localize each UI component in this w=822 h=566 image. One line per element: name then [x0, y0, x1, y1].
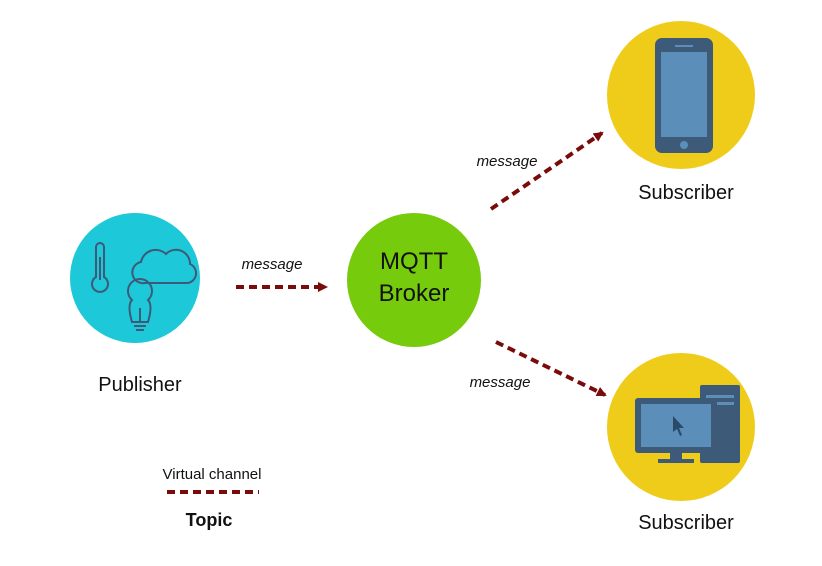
desktop-computer-icon: [635, 385, 740, 463]
subscriber-phone-node: [607, 21, 755, 169]
publisher-label: Publisher: [98, 374, 182, 396]
broker-node: [347, 213, 481, 347]
message-label-publisher: message: [241, 256, 303, 273]
cloud-icon: [131, 248, 198, 285]
subscriber-desktop-label: Subscriber: [638, 512, 734, 534]
legend-topic: Topic: [185, 510, 233, 530]
legend-title: Virtual channel: [162, 466, 262, 483]
subscriber-desktop-node: [607, 353, 755, 501]
arrow-broker-to-phone: [489, 131, 604, 211]
message-label-phone: message: [476, 153, 538, 170]
message-label-desktop: message: [469, 374, 531, 391]
broker-label: MQTT Broker: [379, 246, 450, 310]
arrow-broker-to-desktop: [495, 340, 607, 397]
broker-label-line1: MQTT: [380, 248, 448, 275]
thermometer-icon: [91, 242, 109, 293]
broker-label-line2: Broker: [378, 280, 450, 307]
lightbulb-icon: [127, 278, 153, 331]
subscriber-phone-label: Subscriber: [638, 182, 734, 204]
publisher-node: [70, 213, 200, 343]
smartphone-icon: [655, 38, 713, 153]
